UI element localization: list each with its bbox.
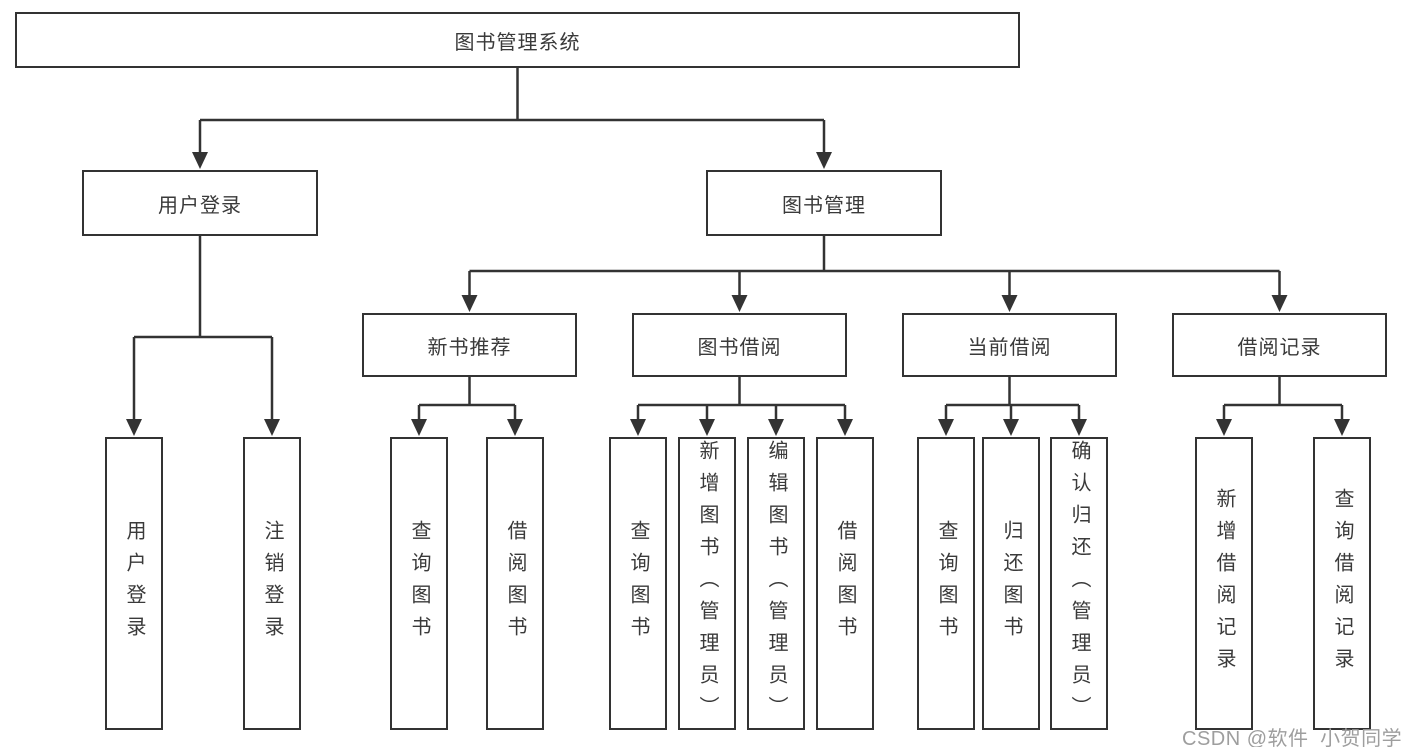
- node-current-borrowing-label: 当前借阅: [967, 336, 1052, 359]
- leaf-query-books-current: 查询图书: [917, 437, 975, 730]
- leaf-return-books: 归还图书: [982, 437, 1040, 730]
- node-new-book-recommend: 新书推荐: [362, 313, 577, 377]
- node-book-management: 图书管理: [706, 170, 942, 236]
- leaf-borrow-books-recommend-label: 借阅图书: [504, 519, 526, 648]
- node-current-borrowing: 当前借阅: [902, 313, 1117, 377]
- leaf-borrow-books: 借阅图书: [816, 437, 874, 730]
- node-root-system: 图书管理系统: [15, 12, 1020, 68]
- leaf-confirm-return-admin: 确认归还（管理员）: [1050, 437, 1108, 730]
- node-borrowing-records-label: 借阅记录: [1237, 336, 1322, 359]
- leaf-query-books-recommend: 查询图书: [390, 437, 448, 730]
- node-new-book-recommend-label: 新书推荐: [427, 336, 512, 359]
- leaf-confirm-return-admin-label: 确认归还（管理员）: [1068, 439, 1090, 728]
- leaf-query-borrow-record-label: 查询借阅记录: [1331, 487, 1353, 680]
- leaf-user-login-label: 用户登录: [123, 519, 145, 648]
- node-book-borrowing-label: 图书借阅: [697, 336, 782, 359]
- leaf-add-books-admin: 新增图书（管理员）: [678, 437, 736, 730]
- leaf-add-borrow-record: 新增借阅记录: [1195, 437, 1253, 730]
- leaf-logout: 注销登录: [243, 437, 301, 730]
- leaf-return-books-label: 归还图书: [1000, 519, 1022, 648]
- csdn-watermark: CSDN @软件_小贺同学: [1182, 728, 1403, 747]
- leaf-logout-label: 注销登录: [261, 519, 283, 648]
- node-book-management-label: 图书管理: [782, 194, 866, 217]
- node-root-label: 图书管理系统: [454, 31, 581, 54]
- node-user-login: 用户登录: [82, 170, 318, 236]
- node-borrowing-records: 借阅记录: [1172, 313, 1387, 377]
- leaf-add-borrow-record-label: 新增借阅记录: [1213, 487, 1235, 680]
- leaf-query-books-borrow-label: 查询图书: [627, 519, 649, 648]
- leaf-edit-books-admin-label: 编辑图书（管理员）: [765, 439, 787, 728]
- leaf-query-books-current-label: 查询图书: [935, 519, 957, 648]
- leaf-query-borrow-record: 查询借阅记录: [1313, 437, 1371, 730]
- leaf-edit-books-admin: 编辑图书（管理员）: [747, 437, 805, 730]
- leaf-borrow-books-recommend: 借阅图书: [486, 437, 544, 730]
- node-user-login-label: 用户登录: [158, 194, 242, 217]
- leaf-add-books-admin-label: 新增图书（管理员）: [696, 439, 718, 728]
- leaf-query-books-borrow: 查询图书: [609, 437, 667, 730]
- leaf-borrow-books-label: 借阅图书: [834, 519, 856, 648]
- leaf-query-books-recommend-label: 查询图书: [408, 519, 430, 648]
- node-book-borrowing: 图书借阅: [632, 313, 847, 377]
- leaf-user-login: 用户登录: [105, 437, 163, 730]
